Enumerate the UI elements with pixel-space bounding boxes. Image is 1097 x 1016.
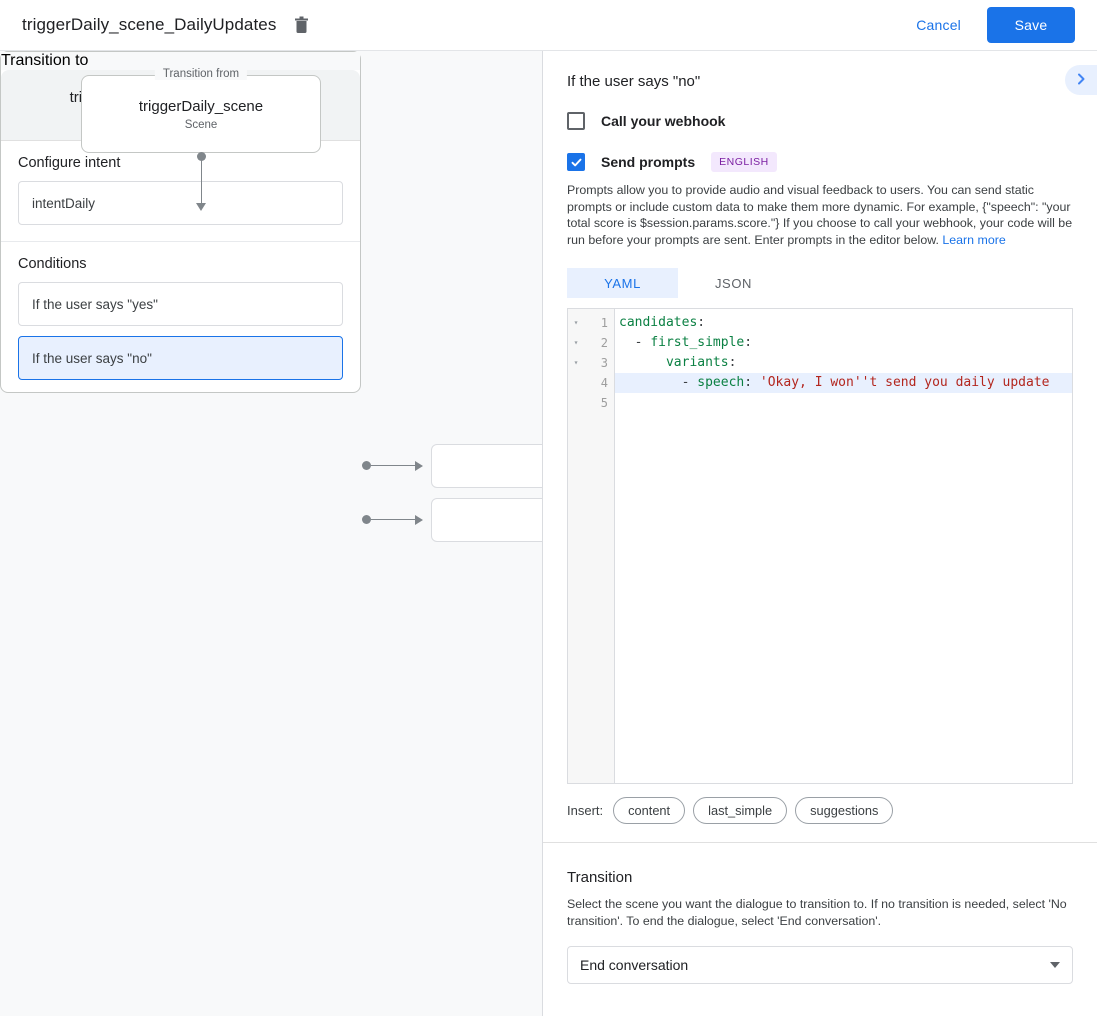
tab-json[interactable]: JSON	[678, 268, 789, 298]
call-webhook-label: Call your webhook	[601, 113, 726, 129]
page-title: triggerDaily_scene_DailyUpdates	[22, 15, 277, 34]
edge-arrow-yes	[415, 461, 423, 471]
fold-toggle-icon[interactable]: ▾	[573, 358, 579, 367]
gutter-row: ▾3	[568, 353, 614, 373]
gutter-row: ▾1	[568, 313, 614, 333]
insert-chip-suggestions[interactable]: suggestions	[795, 797, 894, 824]
fold-toggle-icon[interactable]: ▾	[573, 338, 579, 347]
transition-description: Select the scene you want the dialogue t…	[567, 897, 1067, 928]
expand-panel-button[interactable]	[1065, 65, 1097, 95]
conditions-title: Conditions	[18, 256, 87, 272]
trash-icon	[294, 16, 309, 34]
section-divider	[543, 842, 1097, 843]
detail-panel-header: If the user says "no"	[543, 51, 1097, 95]
target-node-yes[interactable]	[431, 444, 542, 488]
code-key: variants	[665, 355, 729, 370]
edge-dot-no	[362, 515, 371, 524]
flow-canvas: Transition from triggerDaily_scene Scene…	[0, 51, 542, 1016]
edge-arrow-no	[415, 515, 423, 525]
transition-select-value: End conversation	[580, 957, 689, 973]
detail-panel: If the user says "no" Call your webhook …	[543, 51, 1097, 1016]
conditions-section: Conditions If the user says "yes" If the…	[1, 241, 360, 396]
code-indent: -	[619, 335, 651, 350]
connector-arrow-down	[196, 203, 206, 211]
condition-item-yes[interactable]: If the user says "yes"	[18, 282, 343, 326]
intent-field[interactable]: intentDaily	[18, 181, 343, 225]
fold-toggle-icon[interactable]: ▾	[573, 318, 579, 327]
code-colon: :	[728, 355, 737, 370]
line-number: 5	[600, 396, 608, 410]
code-colon: :	[744, 375, 760, 390]
transition-from-name: triggerDaily_scene	[138, 97, 264, 115]
insert-chips-row: Insert: content last_simple suggestions	[567, 797, 1073, 842]
panel-divider	[542, 51, 543, 1016]
checkmark-icon	[571, 158, 581, 166]
configure-intent-section: Configure intent intentDaily	[1, 141, 360, 241]
transition-from-legend: Transition from	[154, 68, 248, 80]
line-number: 2	[600, 336, 608, 350]
gutter-row: 5	[568, 393, 614, 413]
detail-panel-body: Call your webhook Send prompts ENGLISH P…	[543, 112, 1097, 842]
edge-line-no	[371, 519, 415, 520]
save-button[interactable]: Save	[987, 7, 1075, 43]
chevron-right-icon	[1074, 72, 1088, 89]
send-prompts-label: Send prompts	[601, 154, 696, 170]
editor-code-area[interactable]: candidates: - first_simple: variants: - …	[615, 309, 1072, 783]
code-indent	[619, 355, 666, 370]
code-colon: :	[697, 315, 706, 330]
edge-line-yes	[371, 465, 415, 466]
line-number: 4	[600, 376, 608, 390]
transition-select[interactable]: End conversation	[567, 946, 1073, 984]
configure-intent-title: Configure intent	[18, 155, 121, 171]
code-key: candidates	[619, 315, 698, 330]
line-number: 3	[600, 356, 608, 370]
code-line: variants:	[615, 353, 1072, 373]
prompts-help-text: Prompts allow you to provide audio and v…	[567, 182, 1073, 248]
line-number: 1	[600, 316, 608, 330]
delete-button[interactable]	[288, 12, 314, 38]
code-key: speech	[697, 375, 745, 390]
learn-more-link[interactable]: Learn more	[942, 232, 1006, 247]
transition-title: Transition	[567, 869, 633, 886]
code-value: 'Okay, I won''t send you daily update	[759, 375, 1050, 390]
gutter-row: 4	[568, 373, 614, 393]
editor-format-tabs: YAML JSON	[567, 268, 1073, 298]
gutter-row: ▾2	[568, 333, 614, 353]
code-line: - first_simple:	[615, 333, 1072, 353]
insert-chip-last-simple[interactable]: last_simple	[693, 797, 788, 824]
connector-line-vertical	[201, 157, 202, 205]
chevron-down-icon	[1050, 962, 1060, 968]
prompts-help-body: Prompts allow you to provide audio and v…	[567, 183, 1073, 247]
transition-section: Transition Select the scene you want the…	[543, 843, 1097, 984]
send-prompts-row: Send prompts ENGLISH	[567, 152, 1073, 172]
connector-dot-source	[197, 152, 206, 161]
code-line: - speech: 'Okay, I won''t send you daily…	[615, 373, 1072, 393]
condition-item-no[interactable]: If the user says "no"	[18, 336, 343, 380]
transition-from-type: Scene	[184, 118, 218, 131]
webhook-row: Call your webhook	[567, 112, 1073, 130]
insert-label: Insert:	[567, 803, 604, 818]
code-line: candidates:	[615, 313, 1072, 333]
language-badge: ENGLISH	[711, 152, 777, 172]
insert-chip-content[interactable]: content	[613, 797, 686, 824]
prompt-code-editor[interactable]: ▾1 ▾2 ▾3 4 5 candidates: - first_simple:…	[567, 308, 1073, 784]
call-webhook-checkbox[interactable]	[567, 112, 585, 130]
target-node-no[interactable]	[431, 498, 542, 542]
transition-from-node[interactable]: Transition from triggerDaily_scene Scene	[81, 68, 321, 153]
code-colon: :	[744, 335, 753, 350]
editor-gutter: ▾1 ▾2 ▾3 4 5	[568, 309, 615, 783]
detail-panel-title: If the user says "no"	[567, 73, 701, 90]
code-key: first_simple	[650, 335, 745, 350]
transition-to-legend: Transition to	[1, 52, 360, 70]
code-indent: -	[619, 375, 698, 390]
cancel-button[interactable]: Cancel	[904, 9, 973, 41]
code-line	[615, 393, 1072, 413]
edge-dot-yes	[362, 461, 371, 470]
top-bar: triggerDaily_scene_DailyUpdates Cancel S…	[0, 0, 1097, 51]
send-prompts-checkbox[interactable]	[567, 153, 585, 171]
tab-yaml[interactable]: YAML	[567, 268, 678, 298]
